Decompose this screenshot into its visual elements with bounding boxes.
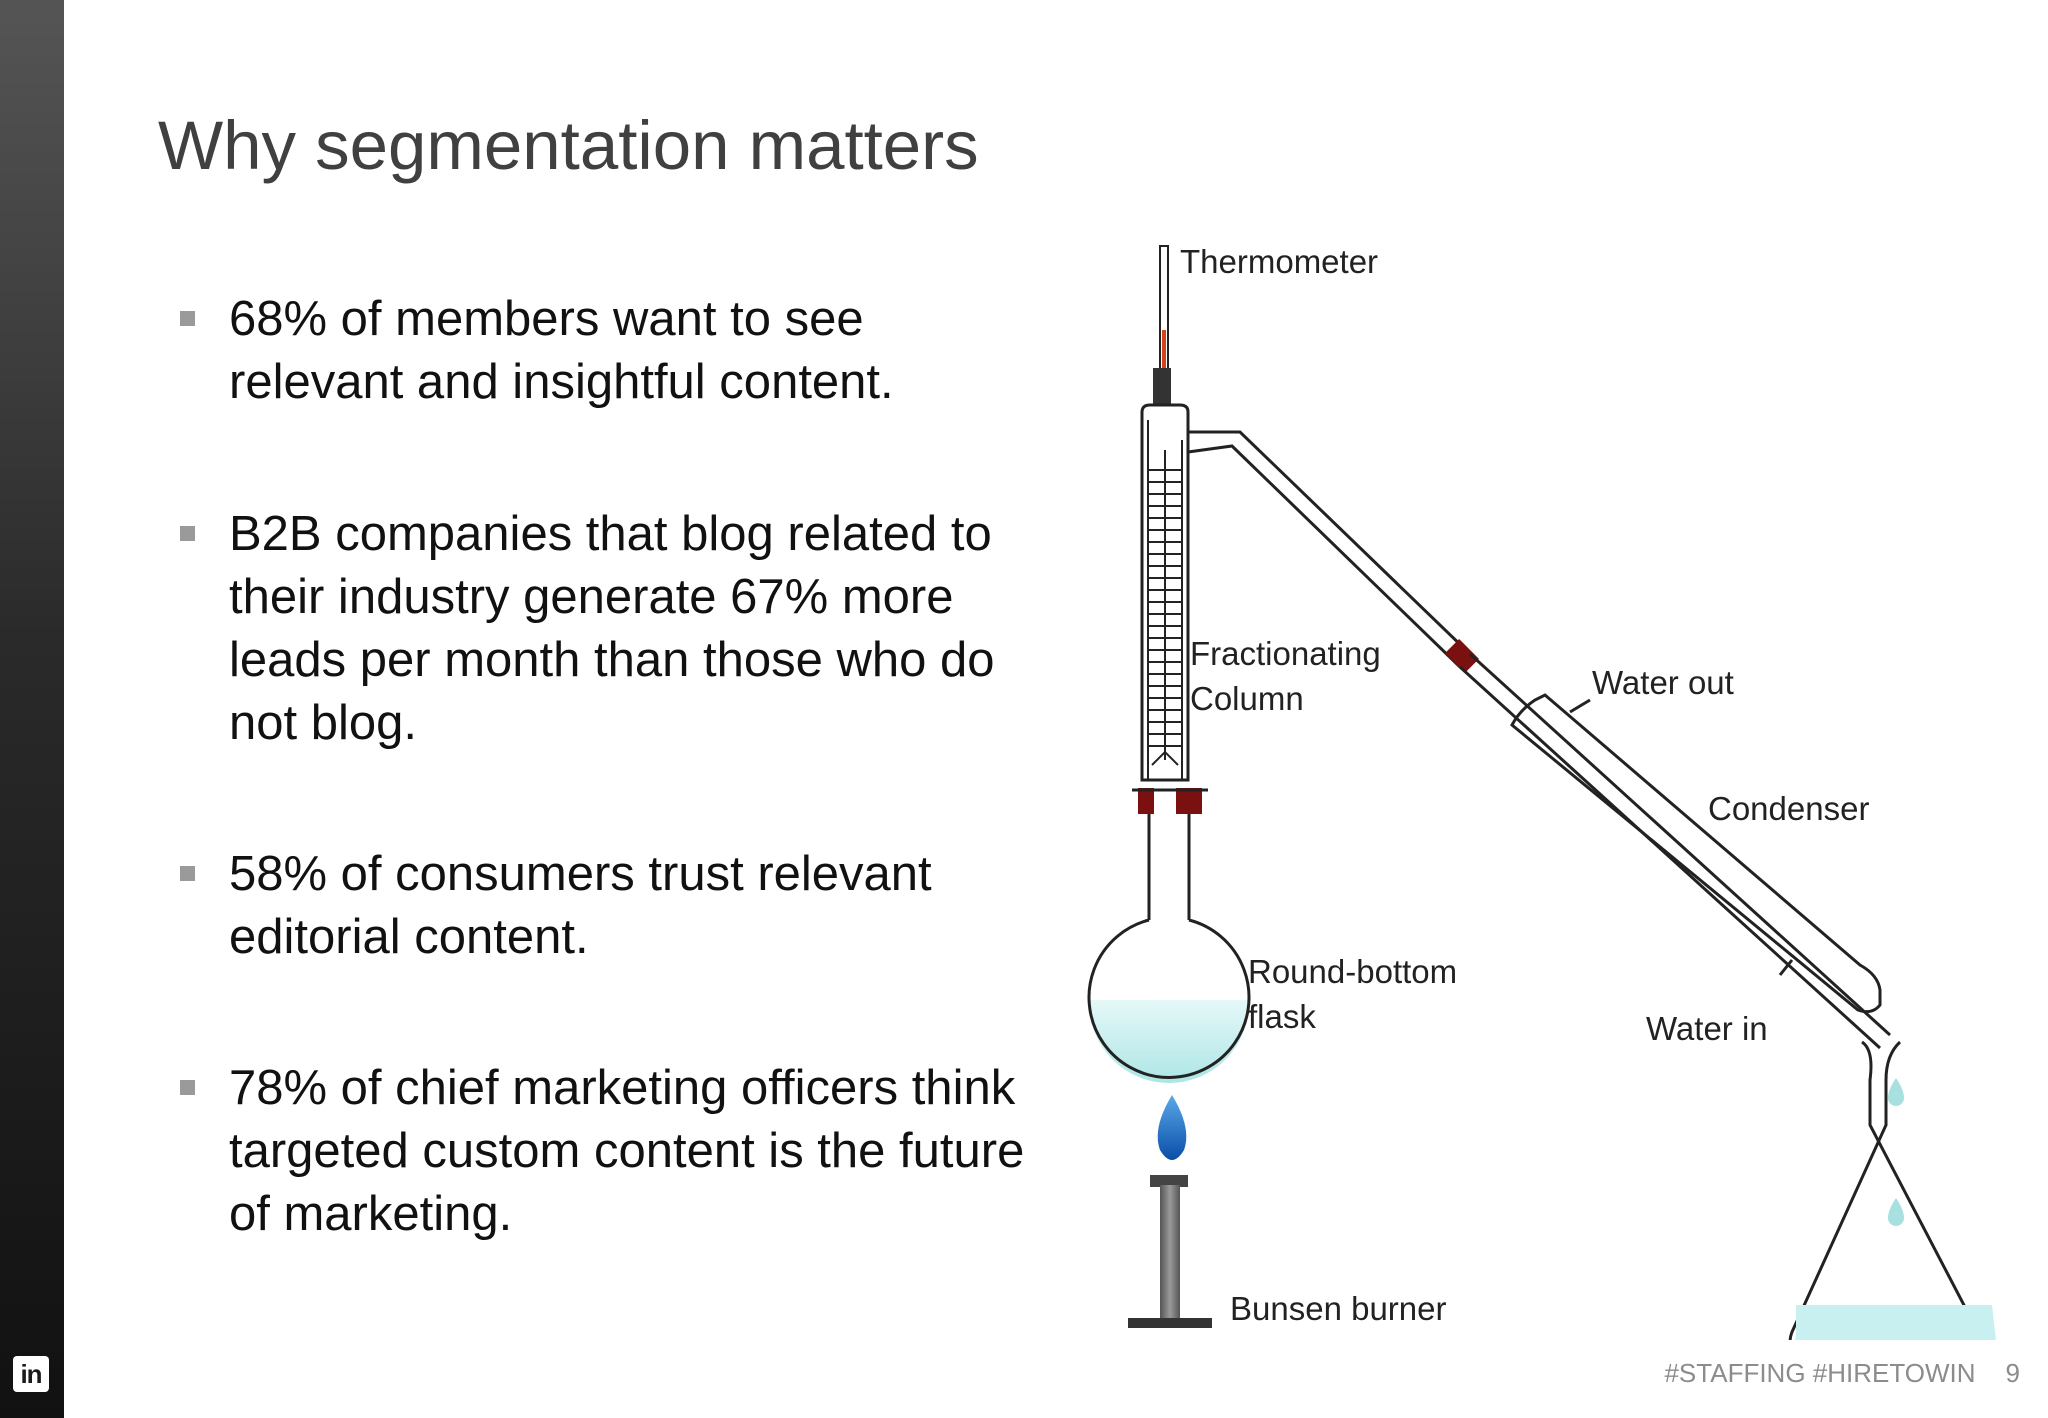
square-bullet-icon — [180, 311, 195, 326]
label-water-in: Water in — [1646, 1010, 1768, 1047]
bunsen-burner-icon — [1128, 1175, 1212, 1328]
label-column: Column — [1190, 680, 1304, 717]
slide-title: Why segmentation matters — [158, 107, 979, 184]
label-thermometer: Thermometer — [1180, 243, 1378, 280]
clamp-icon — [1138, 788, 1154, 814]
square-bullet-icon — [180, 866, 195, 881]
round-bottom-flask-icon — [1087, 814, 1251, 1083]
bullet-item: 78% of chief marketing officers think ta… — [178, 1057, 1028, 1246]
fractionating-column-icon — [1140, 403, 1232, 782]
label-flask: flask — [1248, 998, 1316, 1035]
square-bullet-icon — [180, 526, 195, 541]
bullet-item: 68% of members want to see relevant and … — [178, 288, 1028, 414]
footer: #STAFFING #HIRETOWIN 9 — [1664, 1358, 2020, 1389]
erlenmeyer-flask-icon — [1788, 1040, 1996, 1350]
square-bullet-icon — [180, 1080, 195, 1095]
thermometer-icon — [1153, 245, 1171, 420]
bullet-text: 68% of members want to see relevant and … — [229, 292, 894, 409]
condenser-icon — [1187, 430, 1892, 1050]
bullet-text: B2B companies that blog related to their… — [229, 507, 995, 750]
footer-hashtags: #STAFFING #HIRETOWIN — [1664, 1358, 1976, 1388]
label-condenser: Condenser — [1708, 790, 1869, 827]
bullet-list: 68% of members want to see relevant and … — [178, 288, 1028, 1246]
linkedin-logo-icon: in — [13, 1356, 49, 1392]
label-fractionating: Fractionating — [1190, 635, 1381, 672]
bullet-text: 78% of chief marketing officers think ta… — [229, 1061, 1025, 1241]
label-bunsen-burner: Bunsen burner — [1230, 1290, 1446, 1327]
bullet-item: B2B companies that blog related to their… — [178, 503, 1028, 755]
clamp-icon — [1176, 788, 1202, 814]
label-round-bottom: Round-bottom — [1248, 953, 1457, 990]
flame-icon — [1157, 1095, 1187, 1160]
sidebar-bar: in — [0, 0, 64, 1418]
bullet-text: 58% of consumers trust relevant editoria… — [229, 847, 932, 964]
distillation-diagram: Thermometer Fractionating Column Water o… — [1060, 230, 2020, 1350]
bullet-item: 58% of consumers trust relevant editoria… — [178, 843, 1028, 969]
page-number: 9 — [2005, 1358, 2020, 1388]
distillation-apparatus-illustration: Thermometer Fractionating Column Water o… — [1087, 243, 1996, 1350]
label-water-out: Water out — [1592, 664, 1734, 701]
